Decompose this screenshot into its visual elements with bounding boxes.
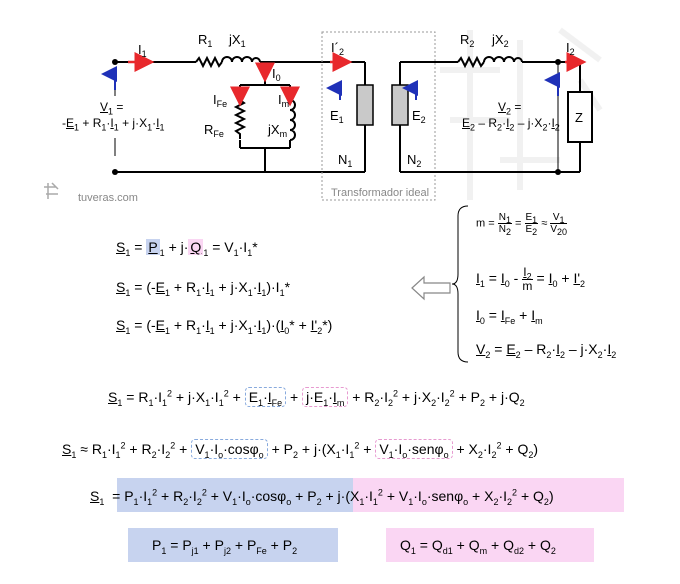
label-n2: N2 bbox=[407, 152, 421, 169]
v2-label: V2 = bbox=[498, 100, 522, 117]
s1-power-terms-eq: S1 = R1·I12 + j·X1·I12 + E1·IFe + j·E1·I… bbox=[108, 387, 525, 408]
r2-resistor bbox=[457, 55, 485, 69]
reactive-power-band bbox=[353, 478, 624, 512]
s1-grouped-eq: S1 = P1·I12 + R2·I22 + V1·Io·cosφo + P2 … bbox=[90, 487, 554, 507]
label-i2: I2 bbox=[566, 40, 575, 57]
ideal-transformer-caption: Transformador ideal bbox=[331, 187, 429, 199]
s1-approx-eq: S1 ≈ R1·I12 + R2·I22 + V1·Io·cosφo + P2 … bbox=[62, 439, 539, 460]
q1-box bbox=[386, 528, 594, 562]
label-e1: E1 bbox=[330, 108, 344, 125]
r1-resistor bbox=[195, 55, 223, 69]
q1-sum-eq: Q1 = Qd1 + Qm + Qd2 + Q2 bbox=[400, 537, 556, 556]
label-z: Z bbox=[575, 110, 583, 125]
transformer-equivalent-circuit: I1 R1 jX1 I0 IFe Im RFe jXm I´2 E1 N1 E2… bbox=[44, 27, 603, 204]
s1-expand-eq: S1 = (-E1 + R1·I1 + j·X1·I1)·I1* bbox=[116, 279, 291, 298]
label-n1: N1 bbox=[338, 152, 352, 169]
v1-expression: -E1 + R1·I1 + j·X1·I1 bbox=[62, 116, 165, 133]
xm-inductor bbox=[289, 99, 296, 141]
active-power-band bbox=[117, 478, 353, 512]
terminal-dot bbox=[112, 169, 118, 175]
secondary-winding bbox=[391, 84, 409, 126]
ideal-transformer-box bbox=[321, 31, 436, 201]
label-x1: jX1 bbox=[228, 32, 246, 49]
current-arrows bbox=[128, 52, 587, 107]
x2-inductor bbox=[483, 56, 523, 63]
v1-label: V1 = bbox=[100, 100, 124, 117]
s1-split-eq: S1 = (-E1 + R1·I1 + j·X1·I1)·(I0* + I'2*… bbox=[116, 317, 333, 336]
v2-expression: E2 – R2·I2 – j·X2·I2 bbox=[462, 116, 560, 133]
right-panel-brace bbox=[452, 205, 469, 363]
label-rfe: RFe bbox=[204, 122, 224, 139]
label-x2: jX2 bbox=[491, 32, 509, 49]
primary-winding bbox=[356, 84, 374, 126]
load-impedance bbox=[567, 91, 593, 143]
watermark-graphic bbox=[440, 27, 603, 200]
label-i0: I0 bbox=[272, 66, 281, 83]
label-i2-prime: I´2 bbox=[331, 40, 344, 57]
rfe-resistor bbox=[233, 99, 247, 139]
tuveras-logo bbox=[44, 182, 59, 199]
i0-relation-eq: I0 = IFe + Im bbox=[476, 307, 543, 326]
label-im: Im bbox=[278, 92, 289, 109]
label-r2: R2 bbox=[460, 32, 474, 49]
voltage-arrows bbox=[101, 66, 560, 100]
left-arrow-icon bbox=[411, 275, 451, 301]
label-ife: IFe bbox=[213, 92, 227, 109]
v2-relation-eq: V2 = E2 – R2·I2 – j·X2·I2 bbox=[476, 341, 617, 360]
terminal-dot bbox=[112, 59, 118, 65]
x1-inductor bbox=[221, 56, 261, 63]
label-i1: I1 bbox=[138, 42, 147, 59]
credit-text: tuveras.com bbox=[78, 192, 138, 204]
label-r1: R1 bbox=[198, 32, 212, 49]
p1-sum-eq: P1 = Pj1 + Pj2 + PFe + P2 bbox=[152, 537, 298, 556]
p1-box bbox=[128, 528, 338, 562]
label-xm: jXm bbox=[267, 122, 287, 139]
label-e2: E2 bbox=[412, 108, 426, 125]
